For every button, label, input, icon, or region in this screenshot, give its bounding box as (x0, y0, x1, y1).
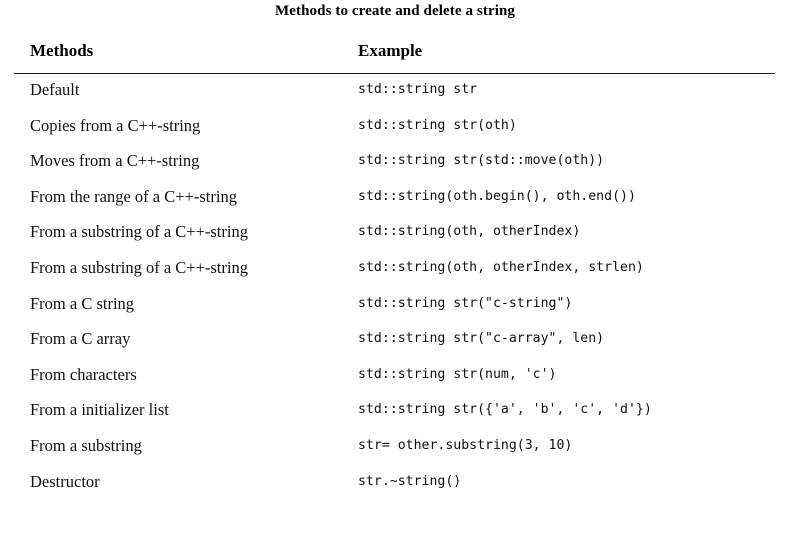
table-row: From a substring of a C++-string std::st… (14, 255, 775, 291)
method-cell: Moves from a C++-string (30, 151, 200, 171)
example-cell: std::string str(std::move(oth)) (358, 153, 605, 169)
method-cell: Copies from a C++-string (30, 115, 201, 135)
example-cell: std::string(oth, otherIndex) (358, 224, 581, 240)
table-header-row: Methods Example (14, 41, 775, 75)
method-cell: From a substring (30, 435, 142, 455)
table-body: Default std::string str Copies from a C+… (14, 77, 775, 504)
example-cell: std::string str(num, 'c') (358, 366, 557, 382)
method-cell: From a C array (30, 329, 131, 349)
method-cell: From characters (30, 364, 137, 384)
method-cell: From a C string (30, 293, 135, 313)
example-cell: std::string str (358, 82, 478, 97)
method-cell: Destructor (30, 471, 100, 491)
example-cell: str.∼string() (358, 473, 462, 489)
method-cell: From the range of a C++-string (30, 186, 237, 206)
table-row: From a C string std::string str("c-strin… (14, 291, 775, 327)
table-row: From a substring of a C++-string std::st… (14, 219, 775, 255)
header-rule (14, 73, 775, 75)
example-cell: std::string str(oth) (358, 117, 517, 133)
table-title: Methods to create and delete a string (274, 3, 516, 19)
table-row: From a initializer list std::string str(… (14, 397, 775, 433)
method-cell: From a initializer list (30, 400, 169, 420)
table-row: Copies from a C++-string std::string str… (14, 113, 775, 149)
table-row: Default std::string str (14, 77, 775, 113)
example-cell: std::string str("c-array", len) (358, 331, 605, 347)
table-row: From a C array std::string str("c-array"… (14, 326, 775, 362)
column-header-example: Example (358, 41, 423, 60)
example-cell: str= other.substring(3, 10) (358, 437, 573, 453)
example-cell: std::string str({'a', 'b', 'c', 'd'}) (358, 402, 652, 418)
example-cell: std::string str("c-string") (358, 295, 573, 311)
method-cell: From a substring of a C++-string (30, 222, 248, 242)
method-cell: Default (30, 80, 80, 99)
example-cell: std::string(oth, otherIndex, strlen) (358, 259, 644, 275)
table-row: From the range of a C++-string std::stri… (14, 184, 775, 220)
table-row: From characters std::string str(num, 'c'… (14, 362, 775, 398)
table-row: Moves from a C++-string std::string str(… (14, 148, 775, 184)
column-header-methods: Methods (30, 41, 94, 60)
table-row: Destructor str.∼string() (14, 469, 775, 505)
methods-table: Methods Example Default std::string str … (14, 41, 775, 491)
example-cell: std::string(oth.begin(), oth.end()) (358, 188, 636, 204)
table-row: From a substring str= other.substring(3,… (14, 433, 775, 469)
method-cell: From a substring of a C++-string (30, 257, 248, 277)
